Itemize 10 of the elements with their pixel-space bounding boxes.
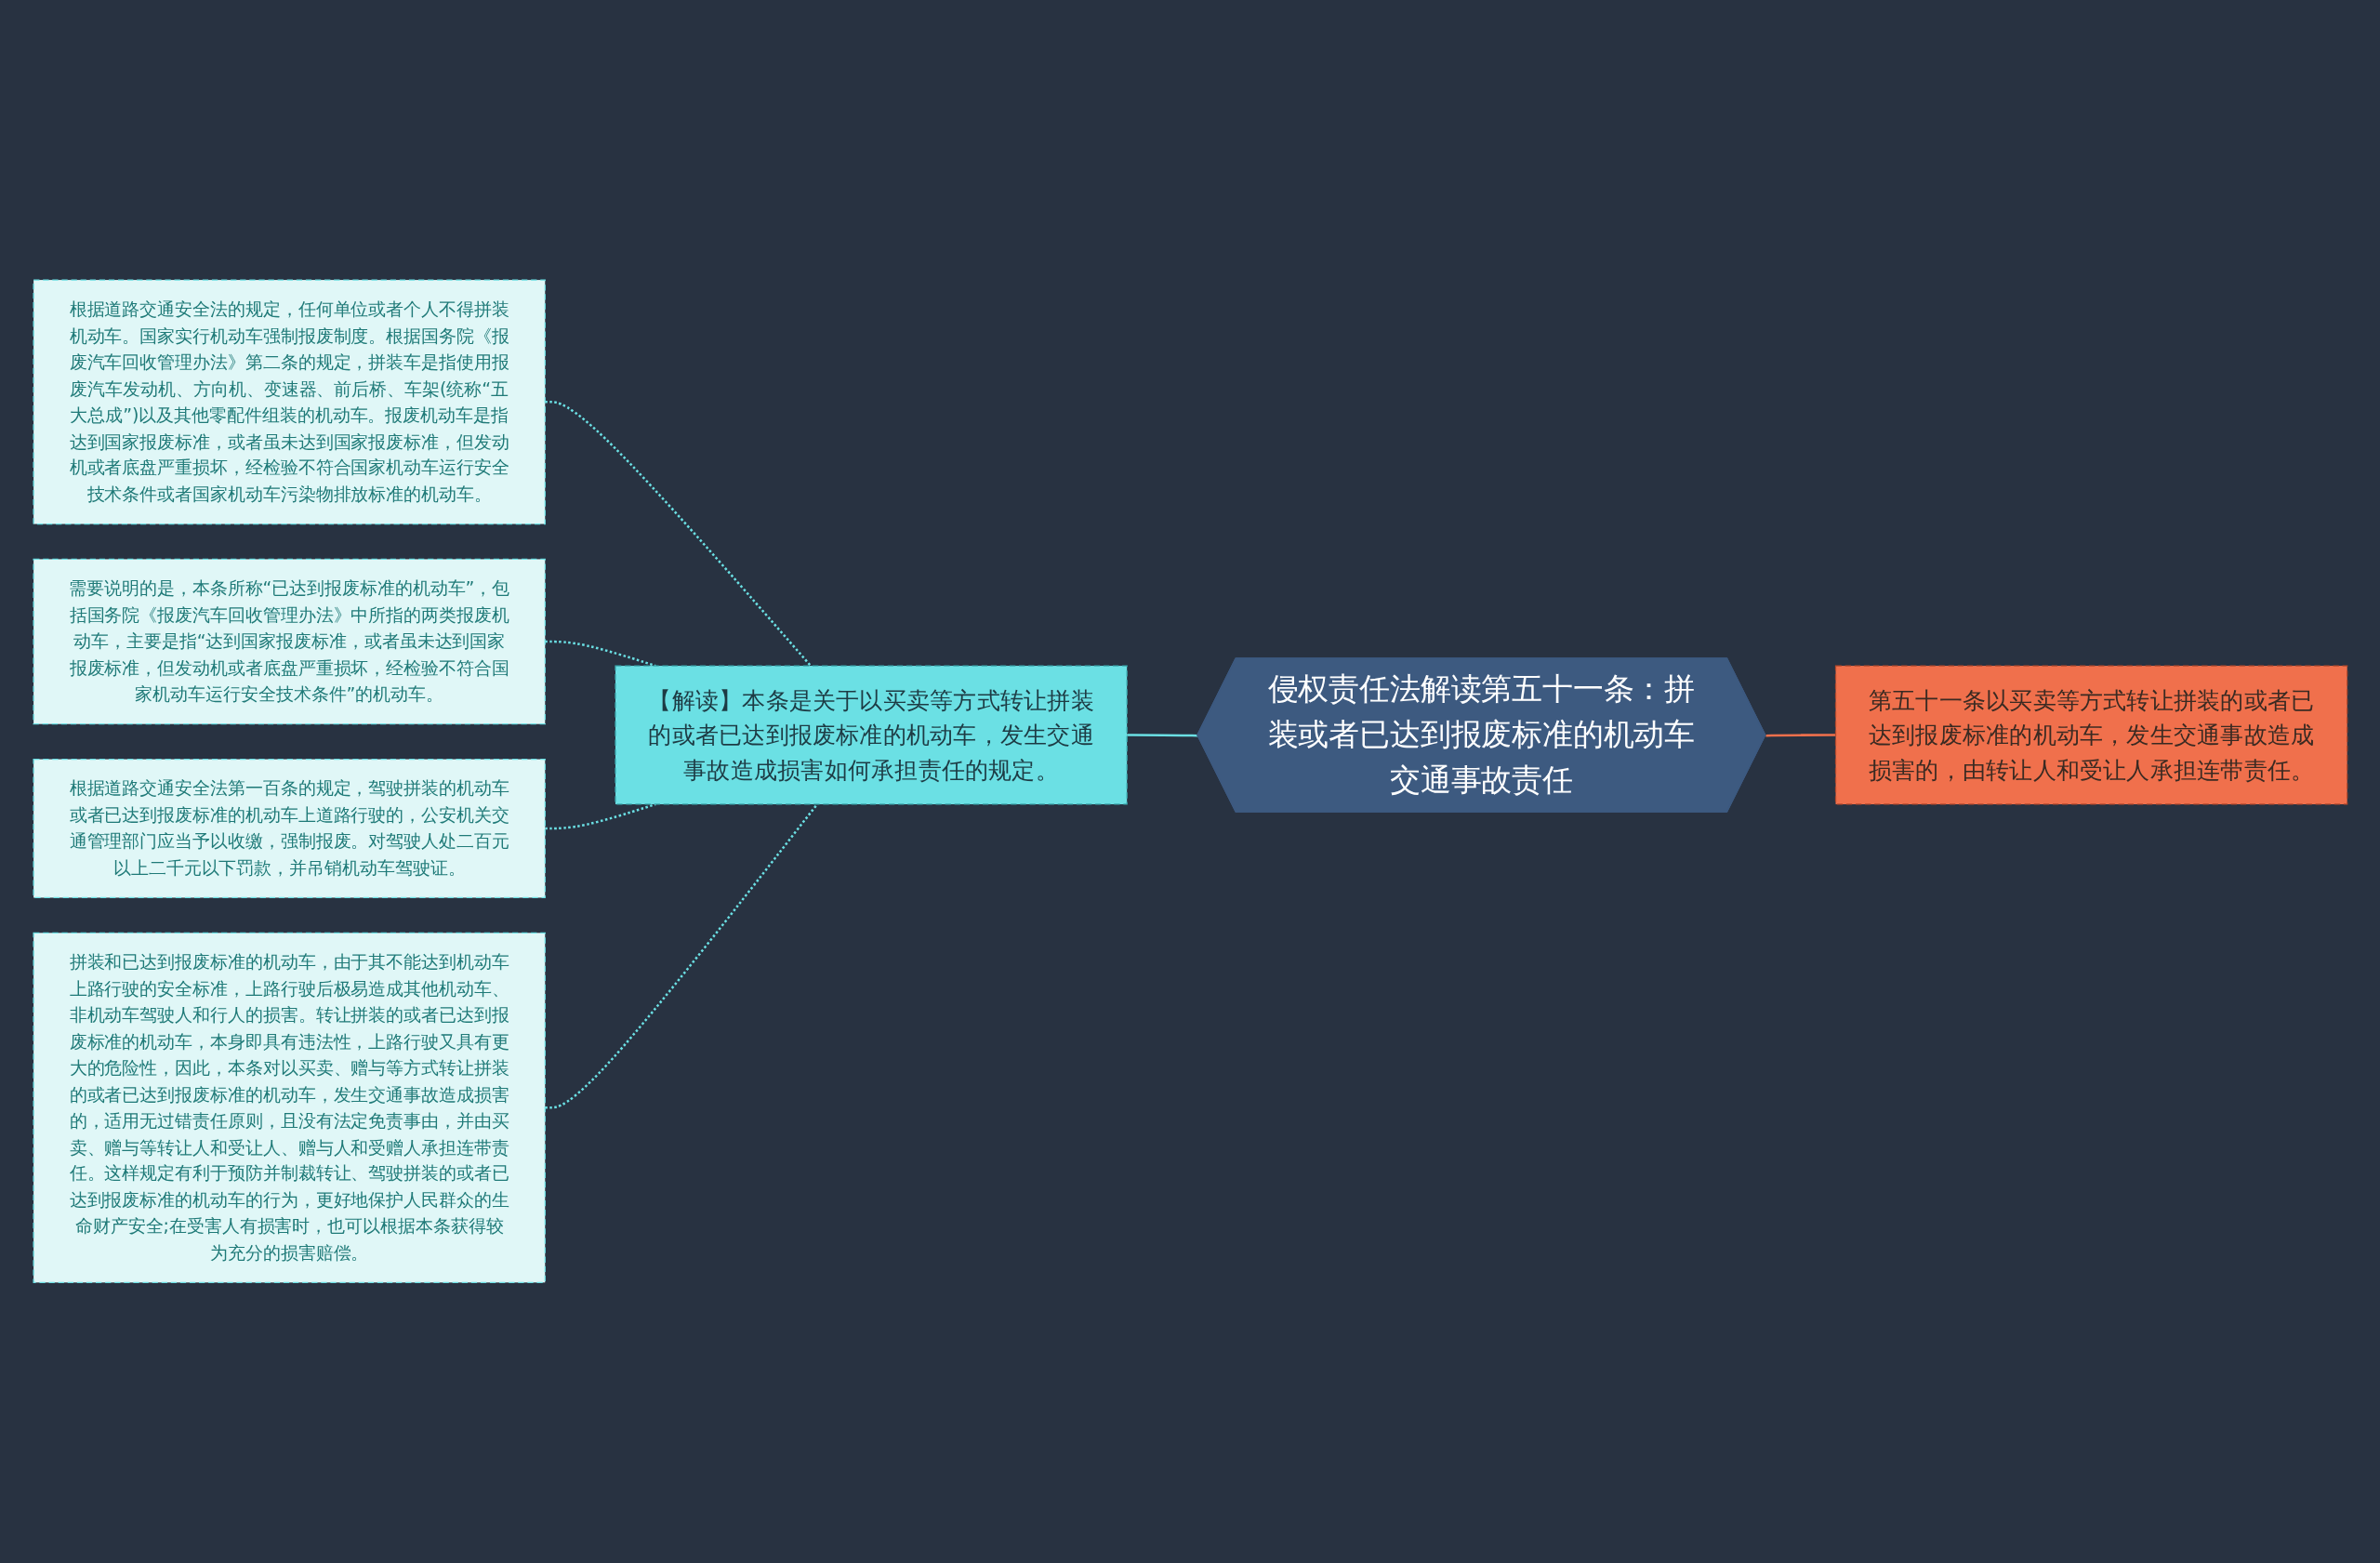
connector	[1126, 734, 1198, 737]
node-box: 根据道路交通安全法的规定，任何单位或者个人不得拼装机动车。国家实行机动车强制报废制度。根据国务院《报废汽车回收管理办法》第二条的规定，拼装车是指使用报废汽车发动机、方向机、变速器、前后桥、车架(统称“五大总成”)以及其他零配件组装的机动车。报废机动车是指达到国家报废标准，或者虽未达到国家报废标准，但发动机或者底盘严重损坏，经检验不符合国家机动车运行安全技术条件或者国家机动车污染物排放标准的机动车。	[33, 279, 546, 525]
node-box: 拼装和已达到报废标准的机动车，由于其不能达到机动车上路行驶的安全标准，上路行驶后极易造成其他机动车、非机动车驾驶人和行人的损害。转让拼装的或者已达到报废标准的机动车，本身即具有违法性，上路行驶又具有更大的危险性，因此，本条对以买卖、赠与等方式转让拼装的或者已达到报废标准的机动车，发生交通事故造成损害的，适用无过错责任原则，且没有法定免责事由，并由买卖、赠与等转让人和受让人、赠与人和受赠人承担连带责任。这样规定有利于预防并制裁转让、驾驶拼装的或者已达到报废标准的机动车的行为，更好地保护人民群众的生命财产安全;在受害人有损害时，也可以根据本条获得较为充分的损害赔偿。	[33, 932, 546, 1284]
node-box: 第五十一条以买卖等方式转让拼装的或者已达到报废标准的机动车，发生交通事故造成损害的，由转让人和受让人承担连带责任。	[1834, 665, 2347, 805]
node-box: 根据道路交通安全法第一百条的规定，驾驶拼装的机动车或者已达到报废标准的机动车上道路行驶的，公安机关交通管理部门应当予以收缴，强制报废。对驾驶人处二百元以上二千元以下罚款，并吊销机动车驾驶证。	[33, 759, 546, 899]
connector	[544, 401, 812, 668]
node-box: 【解读】本条是关于以买卖等方式转让拼装的或者已达到报废标准的机动车，发生交通事故造成损害如何承担责任的规定。	[614, 665, 1128, 805]
node-box: 需要说明的是，本条所称“已达到报废标准的机动车”，包括国务院《报废汽车回收管理办法》中所指的两类报废机动车，主要是指“达到国家报废标准，或者虽未达到国家报废标准，但发动机或者底盘严重损坏，经检验不符合国家机动车运行安全技术条件”的机动车。	[33, 559, 546, 725]
connector	[1765, 734, 1836, 737]
connector	[544, 803, 818, 1109]
